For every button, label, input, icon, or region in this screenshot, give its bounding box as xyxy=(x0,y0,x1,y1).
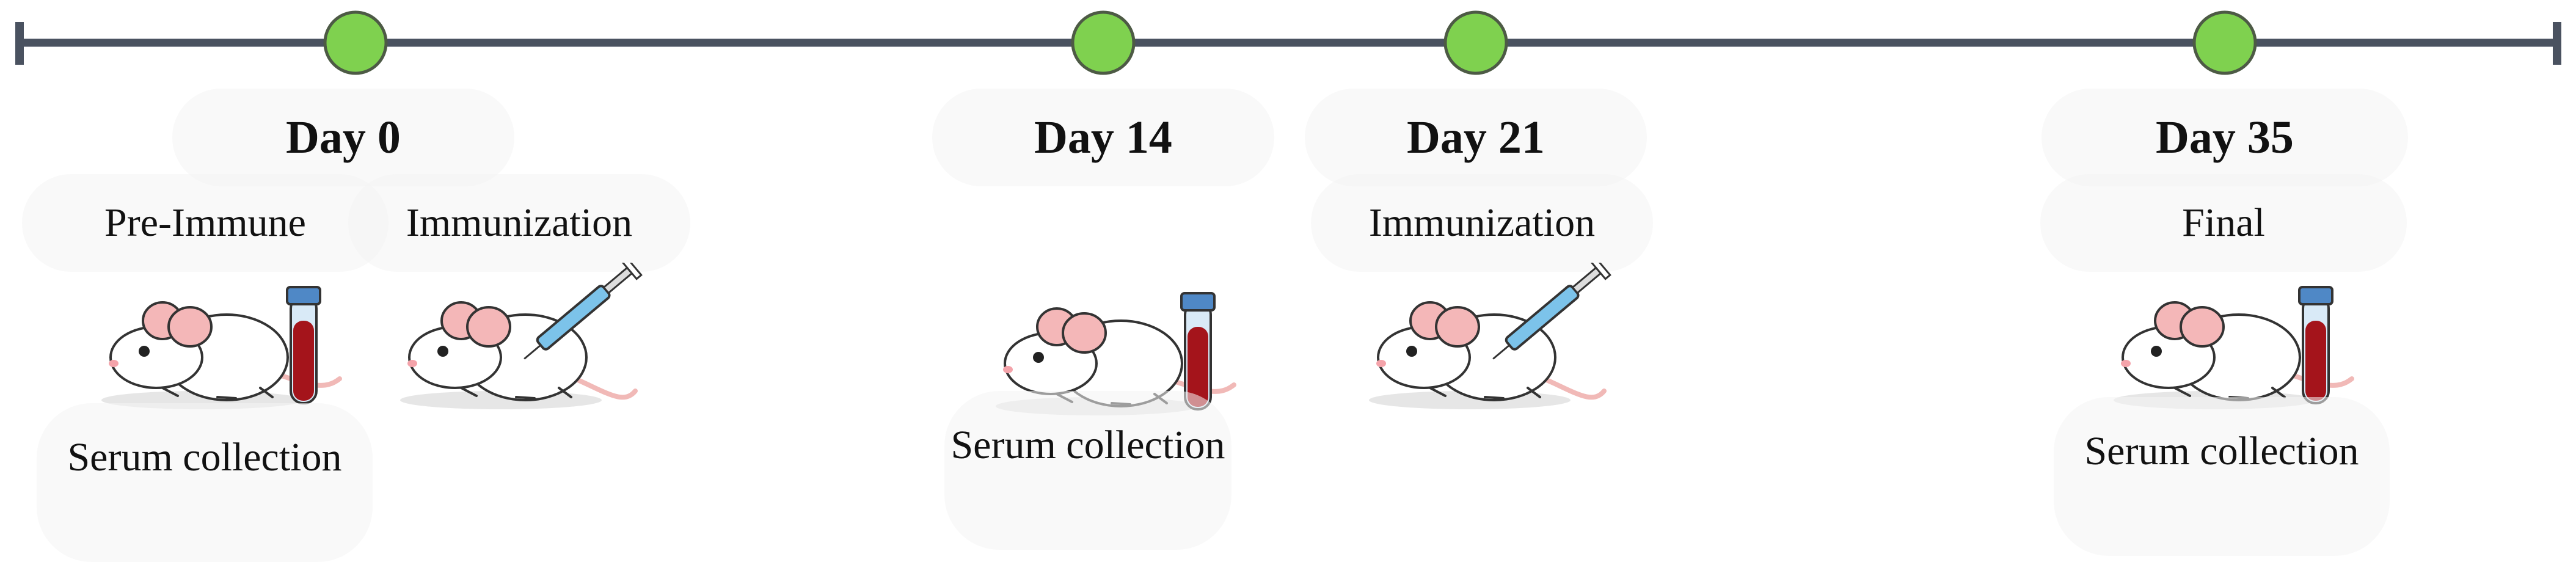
mouse-eye xyxy=(437,346,448,357)
mouse-nose xyxy=(109,360,119,367)
mouse-feet xyxy=(1429,387,1541,400)
blood xyxy=(293,321,314,401)
mouse-ear xyxy=(167,306,213,348)
mouse-ear xyxy=(2180,306,2225,348)
mouse-tail xyxy=(1534,373,1607,400)
tube-cap xyxy=(2298,286,2333,305)
mouse-tail xyxy=(566,373,638,400)
day-label: Day 14 xyxy=(932,89,1274,186)
blood xyxy=(2305,321,2326,401)
mouse-blood-tube-illustration xyxy=(101,286,342,409)
timeline-node-day-35 xyxy=(2192,10,2257,75)
mouse-ear xyxy=(466,306,511,348)
tube-cap xyxy=(1180,292,1216,312)
day-label: Day 21 xyxy=(1305,89,1647,186)
mouse-nose xyxy=(407,360,417,367)
mouse-feet xyxy=(161,387,274,400)
syringe-icon xyxy=(524,263,643,360)
timeline-node-day-0 xyxy=(323,10,388,75)
event-label-final: Final xyxy=(2040,174,2407,272)
mouse-nose xyxy=(1376,360,1386,367)
mouse-blood-tube-illustration xyxy=(996,292,1236,415)
mouse-ear xyxy=(1062,312,1107,354)
mouse-eye xyxy=(139,346,150,357)
mouse-feet xyxy=(460,387,572,400)
syringe-icon xyxy=(1492,263,1611,360)
mouse-eye xyxy=(1406,346,1417,357)
timeline-node-day-14 xyxy=(1071,10,1136,75)
timeline-node-day-21 xyxy=(1443,10,1508,75)
timeline xyxy=(15,10,2561,75)
serum-collection-caption: Serum collection xyxy=(2054,397,2390,556)
event-label-immunization: Immunization xyxy=(1311,174,1653,272)
mouse-syringe-illustration xyxy=(400,263,643,409)
serum-collection-caption: Serum collection xyxy=(944,391,1231,550)
mouse-eye xyxy=(2151,346,2162,357)
serum-collection-caption: Serum collection xyxy=(37,403,373,562)
mouse-ear xyxy=(1435,306,1480,348)
day-label: Day 35 xyxy=(2041,89,2408,186)
tube-cap xyxy=(286,286,321,305)
day-label: Day 0 xyxy=(172,89,514,186)
blood xyxy=(1188,327,1208,407)
mouse-blood-tube-illustration xyxy=(2114,286,2354,409)
event-label-immunization: Immunization xyxy=(348,174,690,272)
mouse-nose xyxy=(2121,360,2131,367)
mouse-nose xyxy=(1003,366,1013,373)
mouse-syringe-illustration xyxy=(1369,263,1611,409)
mouse-eye xyxy=(1033,352,1044,363)
event-label-pre-immune: Pre-Immune xyxy=(22,174,389,272)
